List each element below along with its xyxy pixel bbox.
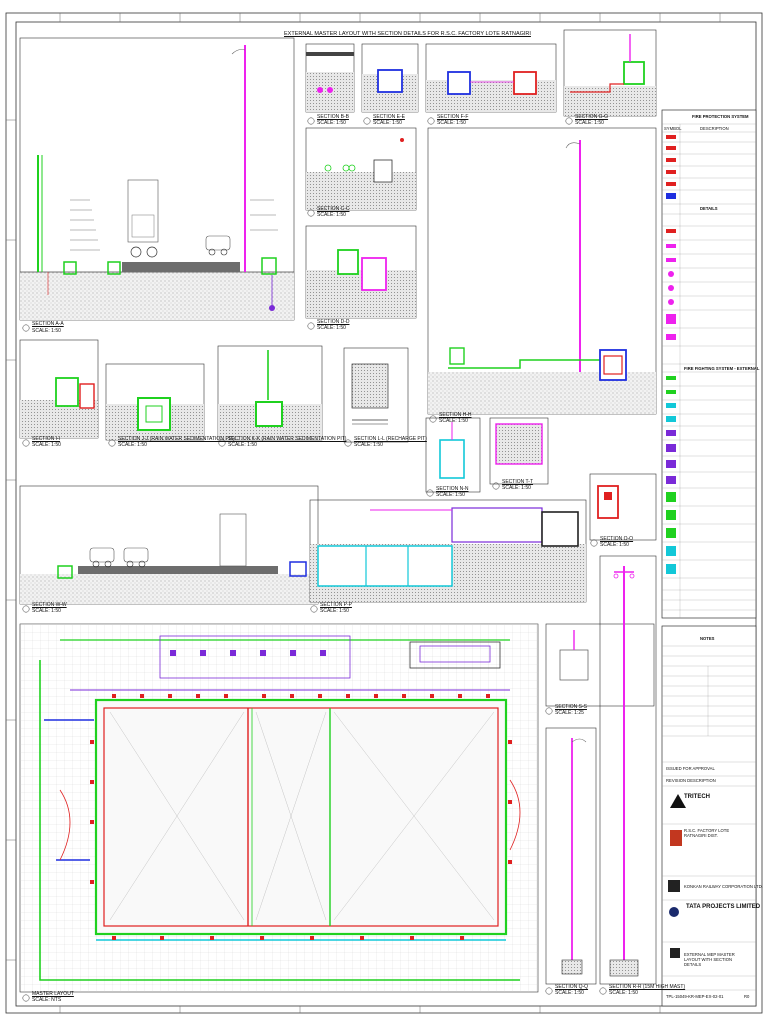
section-bb-scale: SCALE: 1:50 xyxy=(317,120,346,126)
legend-symbol-col: SYMBOL xyxy=(664,126,682,131)
section-kk-scale: SCALE: 1:50 xyxy=(228,442,257,448)
section-pp-drawing xyxy=(309,499,587,603)
project-name: R.S.C. FACTORY LOTE RATNAGIRI DIST. xyxy=(684,828,730,838)
section-jj-scale: SCALE: 1:50 xyxy=(118,442,147,448)
section-dd-title: SECTION D-D xyxy=(317,319,350,325)
section-ff-title: SECTION F-F xyxy=(437,114,469,120)
section-nn-title: SECTION N-N xyxy=(436,486,469,492)
section-ll-title: SECTION L-L (RECHARGE PIT) xyxy=(354,436,427,442)
section-nn-scale: SCALE: 1:50 xyxy=(436,492,465,498)
master-layout-drawing xyxy=(19,623,539,993)
consultant-name: TRITECH xyxy=(684,794,710,800)
section-gg-drawing xyxy=(563,29,657,117)
section-hh-title: SECTION H-H xyxy=(439,412,472,418)
section-cc-title: SECTION C-C xyxy=(317,206,350,212)
section-jj-drawing xyxy=(105,363,205,441)
legend-desc-col: DESCRIPTION xyxy=(700,126,729,131)
revision-header: REVISION DESCRIPTION xyxy=(666,778,716,783)
section-oo-drawing xyxy=(589,473,657,541)
section-ff-drawing xyxy=(425,43,557,113)
section-ss-title: SECTION S-S xyxy=(555,704,587,710)
drawing-number: TPL-15049-KR-MEP-EX-02-01 xyxy=(666,994,724,999)
section-qq-drawing xyxy=(545,727,597,985)
section-gg-title: SECTION G-G xyxy=(575,114,609,120)
section-ii-drawing xyxy=(19,339,99,439)
section-nn-drawing xyxy=(425,417,481,493)
section-ee-title: SECTION E-E xyxy=(373,114,405,120)
section-dd-drawing xyxy=(305,225,417,319)
section-dd-scale: SCALE: 1:50 xyxy=(317,325,346,331)
section-jj-title: SECTION J-J (RAIN WATER SEDIMENTATION PI… xyxy=(118,436,235,442)
section-ii-title: SECTION I-I xyxy=(32,436,61,442)
section-aa-title: SECTION A-A xyxy=(32,321,64,327)
contractor-name: TATA PROJECTS LIMITED xyxy=(686,904,761,910)
master-layout-title: MASTER LAYOUT xyxy=(32,991,74,997)
section-tt-scale: SCALE: 1:50 xyxy=(502,485,531,491)
border-ticks xyxy=(6,13,721,1013)
title-block xyxy=(661,625,757,1007)
section-callout-markers xyxy=(22,117,607,1002)
section-high-mast-title: SECTION R-R (15M HIGH MAST) xyxy=(609,984,686,990)
section-ss-scale: SCALE: 1:25 xyxy=(555,710,584,716)
section-cc-drawing xyxy=(305,127,417,211)
section-kk-drawing xyxy=(217,345,323,441)
section-oo-scale: SCALE: 1:50 xyxy=(600,542,629,548)
legend-civil-header: FIRE FIGHTING SYSTEM - EXTERNAL xyxy=(684,366,760,371)
section-ff-scale: SCALE: 1:50 xyxy=(437,120,466,126)
section-ww-drawing xyxy=(19,485,319,605)
section-ww-scale: SCALE: 1:50 xyxy=(32,608,61,614)
section-ee-scale: SCALE: 1:50 xyxy=(373,120,402,126)
legend-fire-header: FIRE PROTECTION SYSTEM xyxy=(692,114,749,119)
section-qq-scale: SCALE: 1:50 xyxy=(555,990,584,996)
section-high-mast-drawing xyxy=(599,555,657,985)
drawing-title: EXTERNAL MEP MASTER LAYOUT WITH SECTION … xyxy=(684,952,735,967)
section-pp-title: SECTION P-P xyxy=(320,602,352,608)
revision-description: ISSUED FOR APPROVAL xyxy=(666,766,715,771)
section-ll-scale: SCALE: 1:50 xyxy=(354,442,383,448)
section-aa-scale: SCALE: 1:50 xyxy=(32,328,61,334)
section-oo-title: SECTION O-O xyxy=(600,536,634,542)
sheet-title: EXTERNAL MASTER LAYOUT WITH SECTION DETA… xyxy=(284,31,531,37)
section-cc-scale: SCALE: 1:50 xyxy=(317,212,346,218)
section-qq-title: SECTION Q-Q xyxy=(555,984,589,990)
section-ww-title: SECTION W-W xyxy=(32,602,67,608)
client-name: KONKAN RAILWAY CORPORATION LTD. xyxy=(684,884,763,889)
section-pp-scale: SCALE: 1:50 xyxy=(320,608,349,614)
legend-panel xyxy=(661,109,757,619)
section-hh-drawing xyxy=(427,127,657,415)
section-high-mast-scale: SCALE: 1:50 xyxy=(609,990,638,996)
section-ii-scale: SCALE: 1:50 xyxy=(32,442,61,448)
section-kk-title: SECTION K-K (RAIN WATER SEDIMENTATION PI… xyxy=(228,436,347,442)
revision-number: R0 xyxy=(744,994,750,999)
section-ee-drawing xyxy=(361,43,419,113)
section-bb-title: SECTION B-B xyxy=(317,114,349,120)
section-tt-drawing xyxy=(489,417,549,485)
section-ll-drawing xyxy=(343,347,409,443)
notes-header: NOTES xyxy=(700,636,715,641)
section-hh-scale: SCALE: 1:50 xyxy=(439,418,468,424)
section-aa-drawing xyxy=(19,37,295,321)
section-bb-drawing xyxy=(305,43,355,113)
legend-details-header: DETAILS xyxy=(700,206,718,211)
section-tt-title: SECTION T-T xyxy=(502,479,534,485)
master-layout-scale: SCALE: NTS xyxy=(32,997,62,1003)
section-gg-scale: SCALE: 1:50 xyxy=(575,120,604,126)
